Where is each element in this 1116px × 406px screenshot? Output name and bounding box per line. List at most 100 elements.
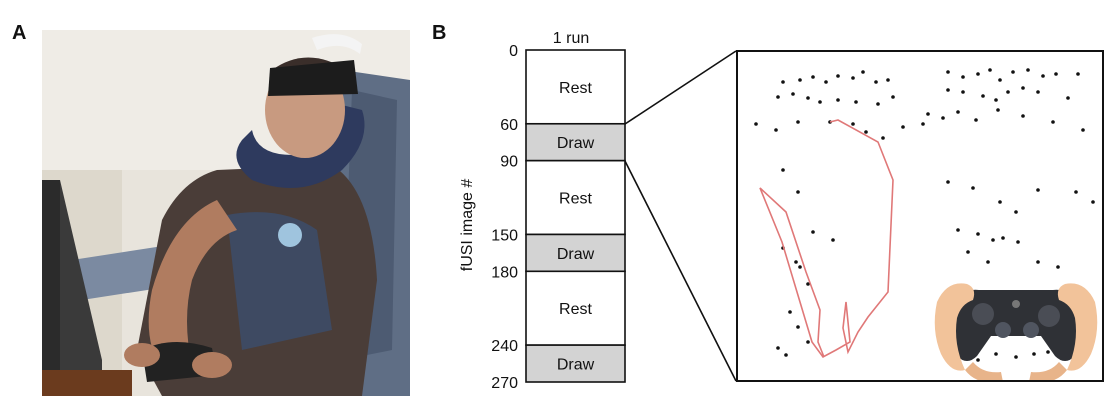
dot	[781, 168, 785, 172]
dot	[1066, 96, 1070, 100]
dot	[776, 346, 780, 350]
dot	[791, 92, 795, 96]
dot	[998, 78, 1002, 82]
dot	[874, 80, 878, 84]
dot	[1021, 86, 1025, 90]
drawn-trace	[759, 119, 894, 359]
timeline-chart: 1 run fUSI image # RestDrawRestDrawRestD…	[459, 30, 626, 392]
dot	[1091, 200, 1095, 204]
dot	[1021, 114, 1025, 118]
dot	[794, 260, 798, 264]
dot	[1051, 120, 1055, 124]
dot	[1026, 68, 1030, 72]
dot	[1006, 90, 1010, 94]
dot	[1001, 236, 1005, 240]
timeline-axis-label: fUSI image #	[459, 179, 476, 272]
zoom-line-top	[624, 50, 737, 125]
dot	[986, 260, 990, 264]
dot	[798, 78, 802, 82]
dot	[991, 238, 995, 242]
dot	[966, 250, 970, 254]
timeline-block-label: Rest	[559, 80, 592, 97]
dot	[961, 90, 965, 94]
dot	[1041, 74, 1045, 78]
dot	[961, 75, 965, 79]
timeline-block-draw	[525, 122, 626, 162]
dot	[836, 74, 840, 78]
dot	[876, 102, 880, 106]
timeline-tick-label: 150	[491, 227, 518, 244]
dot	[998, 200, 1002, 204]
panel-b-letter: B	[432, 22, 447, 44]
dot	[946, 180, 950, 184]
dot	[824, 80, 828, 84]
dot	[974, 118, 978, 122]
dot	[1054, 72, 1058, 76]
dot	[1036, 188, 1040, 192]
dot	[881, 136, 885, 140]
zoom-line-bottom	[624, 160, 737, 382]
dot	[788, 310, 792, 314]
timeline-column-header: 1 run	[553, 30, 589, 47]
dot	[1046, 350, 1050, 354]
dot	[994, 352, 998, 356]
dot	[1032, 352, 1036, 356]
connect-the-dots-panel	[736, 50, 1104, 382]
timeline-tick-label: 270	[491, 375, 518, 392]
timeline-tick-label: 60	[500, 117, 518, 134]
timeline-block-label: Draw	[557, 246, 595, 263]
dot	[784, 353, 788, 357]
timeline-block-label: Rest	[559, 191, 592, 208]
dot	[796, 120, 800, 124]
dot	[774, 128, 778, 132]
dot	[971, 186, 975, 190]
dot	[851, 122, 855, 126]
dot	[836, 98, 840, 102]
timeline-tick-label: 90	[500, 154, 518, 171]
dot	[1036, 90, 1040, 94]
dot	[781, 80, 785, 84]
dot	[1076, 72, 1080, 76]
dot	[1074, 190, 1078, 194]
dot	[796, 190, 800, 194]
timeline-tick-label: 180	[491, 264, 518, 281]
dot-sheet	[754, 68, 1098, 380]
dot	[796, 325, 800, 329]
timeline-block-draw	[525, 344, 626, 383]
dot	[854, 100, 858, 104]
dot	[798, 265, 802, 269]
dot	[921, 122, 925, 126]
dot	[851, 76, 855, 80]
dot	[806, 340, 810, 344]
dot	[976, 232, 980, 236]
dot	[1081, 128, 1085, 132]
timeline-block-label: Rest	[559, 301, 592, 318]
dot	[811, 230, 815, 234]
dot	[976, 72, 980, 76]
dot	[981, 94, 985, 98]
dot	[994, 98, 998, 102]
dot	[926, 112, 930, 116]
dot	[1014, 210, 1018, 214]
timeline-tick-label: 240	[491, 338, 518, 355]
dot	[946, 88, 950, 92]
dot	[941, 116, 945, 120]
dot	[996, 108, 1000, 112]
dot	[1016, 240, 1020, 244]
dot	[806, 96, 810, 100]
dot	[956, 228, 960, 232]
dot	[861, 70, 865, 74]
dot	[811, 75, 815, 79]
gamepad-icon	[934, 283, 1098, 380]
dot	[1011, 70, 1015, 74]
dot	[976, 358, 980, 362]
dot	[776, 95, 780, 99]
panel-a-letter: A	[12, 22, 27, 44]
dot	[901, 125, 905, 129]
timeline-block-rest	[525, 270, 626, 346]
dot	[956, 110, 960, 114]
dot	[754, 122, 758, 126]
dot	[891, 95, 895, 99]
